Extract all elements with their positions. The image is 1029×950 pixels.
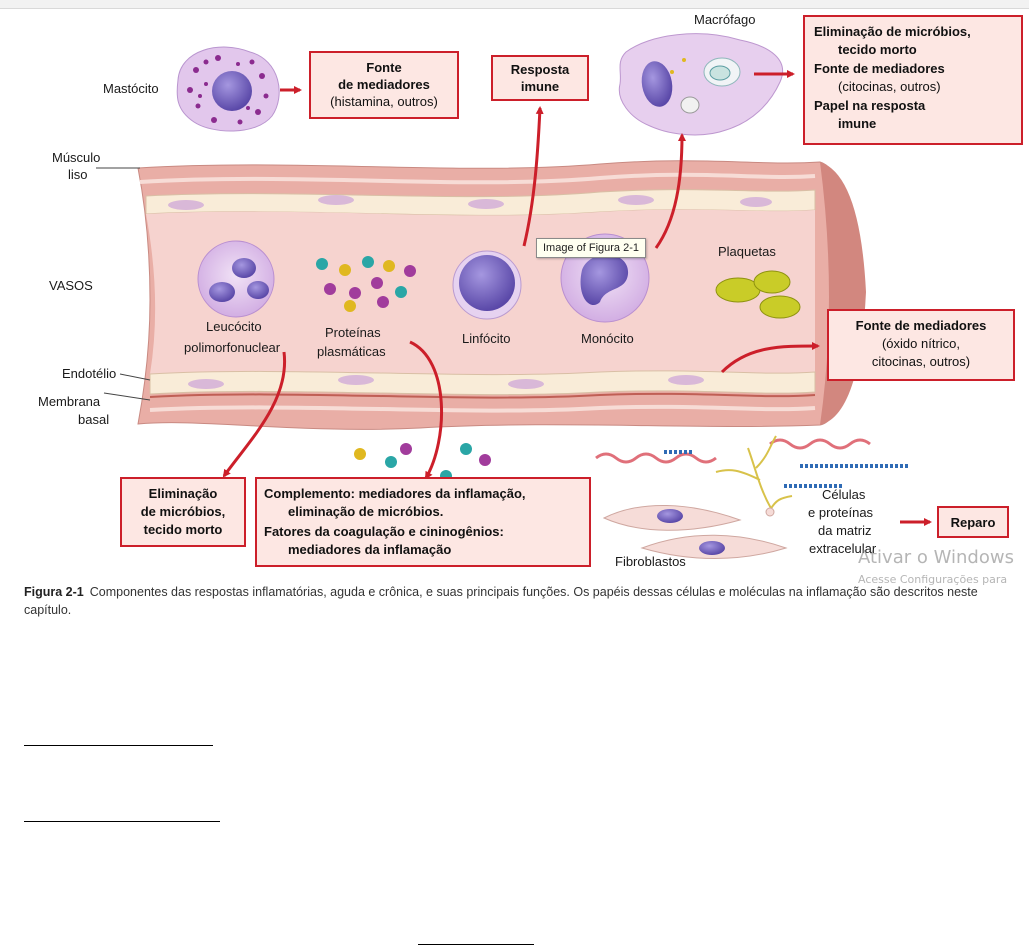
label-polimorfonuclear: polimorfonuclear	[184, 340, 281, 355]
box-text: Fonte	[366, 60, 401, 75]
label-musculo: Músculo	[52, 150, 100, 165]
plasma-proteins	[316, 256, 416, 312]
windows-activation-subtext: Acesse Configurações para	[858, 573, 1008, 586]
box-resposta-imune: Resposta imune	[491, 55, 589, 101]
label-celulas: Células	[822, 487, 866, 502]
windows-activation-watermark: Ativar o Windows	[858, 547, 1014, 568]
horizontal-rule	[24, 745, 213, 746]
box-text: citocinas, outros)	[872, 354, 970, 369]
label-e-proteinas: e proteínas	[808, 505, 874, 520]
fibroblasts	[602, 505, 788, 559]
box-text: mediadores da inflamação	[288, 542, 451, 557]
box-text: de micróbios,	[141, 504, 226, 519]
horizontal-rule	[24, 821, 220, 822]
label-basal: basal	[78, 412, 109, 427]
label-liso: liso	[68, 167, 88, 182]
leader-lines	[96, 167, 151, 401]
label-membrana: Membrana	[38, 394, 101, 409]
platelets	[715, 270, 801, 319]
neutrophil-cell	[197, 240, 275, 318]
macrophage-cell	[618, 33, 783, 136]
box-text: Fatores da coagulação e cininogênios:	[264, 524, 504, 539]
box-text: Fonte de mediadores	[814, 61, 945, 76]
box-text: Papel na resposta	[814, 98, 926, 113]
box-complemento: Complemento: mediadores da inflamação, e…	[255, 477, 591, 567]
box-text: tecido morto	[144, 522, 223, 537]
label-extracelular: extracelular	[809, 541, 877, 556]
box-text: Eliminação de micróbios,	[814, 24, 971, 39]
box-macrofago-funcoes: Eliminação de micróbios, tecido morto Fo…	[803, 15, 1023, 145]
box-text: (citocinas, outros)	[838, 79, 941, 94]
browser-top-bar	[0, 0, 1029, 9]
arrows	[222, 70, 932, 526]
extravasated-proteins	[354, 443, 491, 482]
image-tooltip: Image of Figura 2-1	[536, 238, 646, 258]
label-plaquetas: Plaquetas	[718, 244, 776, 259]
box-reparo: Reparo	[937, 506, 1009, 538]
label-macrofago: Macrófago	[694, 12, 755, 27]
box-text: Resposta	[511, 62, 570, 77]
horizontal-rule	[418, 944, 534, 945]
box-text: Reparo	[951, 515, 996, 530]
label-monocito: Monócito	[581, 331, 634, 346]
box-text: Fonte de mediadores	[856, 318, 987, 333]
caption-text: Componentes das respostas inflamatórias,…	[24, 585, 978, 617]
box-text: Complemento: mediadores da inflamação,	[264, 486, 526, 501]
box-text: de mediadores	[338, 77, 430, 92]
label-linfocito: Linfócito	[462, 331, 510, 346]
box-eliminacao-microbios: Eliminação de micróbios, tecido morto	[120, 477, 246, 547]
label-da-matriz: da matriz	[818, 523, 871, 538]
box-text: eliminação de micróbios.	[288, 504, 443, 519]
label-leucocito: Leucócito	[206, 319, 262, 334]
label-proteinas: Proteínas	[325, 325, 381, 340]
extracellular-matrix	[595, 435, 910, 517]
box-text: tecido morto	[838, 42, 917, 57]
label-vasos: VASOS	[49, 278, 93, 293]
box-text: Eliminação	[149, 486, 218, 501]
label-fibroblastos: Fibroblastos	[615, 554, 686, 569]
label-plasmaticas: plasmáticas	[317, 344, 386, 359]
mast-cell	[176, 46, 280, 132]
box-text: imune	[521, 79, 559, 94]
caption-number: Figura 2-1	[24, 585, 84, 599]
box-fonte-mediadores-histamina: Fonte de mediadores (histamina, outros)	[309, 51, 459, 119]
inflammation-figure[interactable]: Mastócito Músculo liso VASOS Endotélio M…	[0, 0, 1029, 580]
lymphocyte-cell	[452, 250, 522, 320]
box-text: (óxido nítrico,	[882, 336, 960, 351]
label-mastocito: Mastócito	[103, 81, 159, 96]
label-endotelio: Endotélio	[62, 366, 116, 381]
box-text: imune	[838, 116, 876, 131]
box-text: (histamina, outros)	[330, 94, 438, 109]
box-fonte-mediadores-oxido: Fonte de mediadores (óxido nítrico, cito…	[827, 309, 1015, 381]
